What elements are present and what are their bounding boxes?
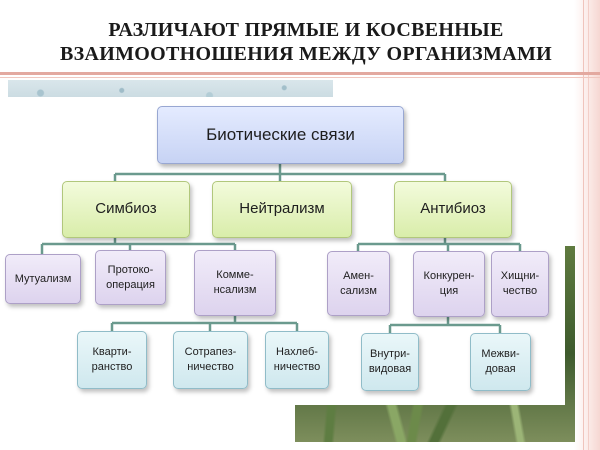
title-underline-thin xyxy=(0,77,600,78)
node-label: Межви- довая xyxy=(481,348,520,375)
node-predation: Хищни- чество xyxy=(491,251,549,317)
node-label: Кварти- ранство xyxy=(91,346,133,373)
node-protocooperation: Протоко- операция xyxy=(95,250,166,305)
node-label: Хищни- чество xyxy=(500,270,540,297)
node-label: Нахлеб- ничество xyxy=(273,346,321,373)
slide-right-border xyxy=(574,0,600,450)
node-label: Амен- сализм xyxy=(340,269,377,297)
node-label: Сотрапез- ничество xyxy=(184,346,237,373)
node-label: Мутуализм xyxy=(14,272,72,285)
node-interspecific: Межви- довая xyxy=(470,333,531,391)
node-label: Симбиоз xyxy=(95,200,157,218)
node-amensalism: Амен- сализм xyxy=(327,251,390,316)
slide-title-line-1: РАЗЛИЧАЮТ ПРЯМЫЕ И КОСВЕННЫЕ xyxy=(108,19,504,41)
title-underline xyxy=(0,72,600,75)
node-neutralism: Нейтрализм xyxy=(212,181,352,238)
node-quartering: Кварти- ранство xyxy=(77,331,147,389)
node-competition: Конкурен- ция xyxy=(413,251,485,317)
node-label: Нейтрализм xyxy=(239,200,325,218)
node-label: Конкурен- ция xyxy=(423,270,475,297)
node-label: Комме- нсализм xyxy=(213,269,257,296)
slide-title-line-2: ВЗАИМООТНОШЕНИЯ МЕЖДУ ОРГАНИЗМАМИ xyxy=(60,43,552,65)
node-commensalism: Комме- нсализм xyxy=(194,250,276,316)
node-symbiosis: Симбиоз xyxy=(62,181,190,238)
node-antibiosis: Антибиоз xyxy=(394,181,512,238)
node-label: Биотические связи xyxy=(206,124,355,144)
node-freeloading: Нахлеб- ничество xyxy=(265,331,329,389)
node-mutualism: Мутуализм xyxy=(5,254,81,304)
node-companionship: Сотрапез- ничество xyxy=(173,331,248,389)
node-label: Антибиоз xyxy=(420,200,486,218)
slide-title: РАЗЛИЧАЮТ ПРЯМЫЕ И КОСВЕННЫЕ ВЗАИМООТНОШ… xyxy=(26,18,586,66)
node-biotic-relations: Биотические связи xyxy=(157,106,404,164)
node-intraspecific: Внутри- видовая xyxy=(361,333,419,391)
node-label: Внутри- видовая xyxy=(368,348,412,375)
node-label: Протоко- операция xyxy=(106,263,155,291)
